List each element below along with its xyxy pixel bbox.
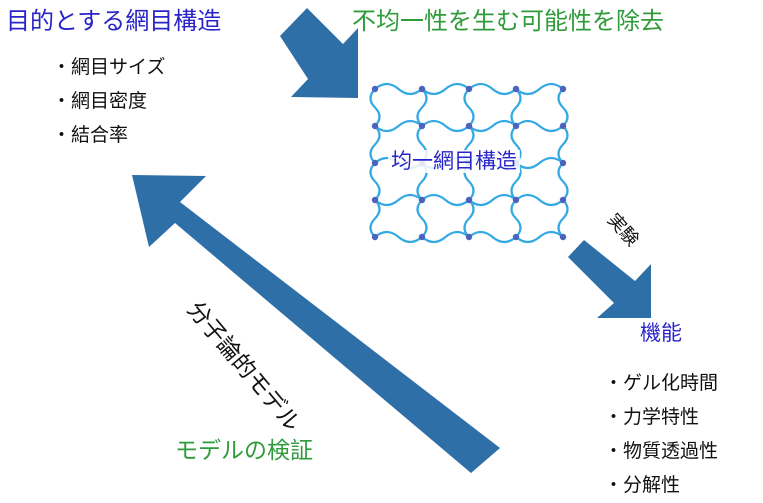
mesh-node xyxy=(418,196,426,204)
mesh-strand xyxy=(369,87,381,128)
list-item: 分解性 xyxy=(604,468,718,502)
mesh-strand xyxy=(467,119,518,133)
mesh-node xyxy=(371,196,379,204)
mesh-strand xyxy=(373,82,424,96)
mesh-strand xyxy=(420,82,471,96)
arrow-network-to-function xyxy=(568,240,651,318)
mesh-strand xyxy=(514,82,565,96)
arrow-goal-to-network xyxy=(280,8,358,98)
mesh-strand xyxy=(420,230,471,244)
mesh-strand xyxy=(420,119,471,133)
mesh-strand xyxy=(510,87,522,128)
mesh-strand xyxy=(514,193,565,207)
network-title: 均一網目構造 xyxy=(388,150,520,173)
mesh-node xyxy=(559,85,567,93)
mesh-node xyxy=(559,196,567,204)
mesh-node xyxy=(512,122,520,130)
list-item: 網目サイズ xyxy=(52,50,165,84)
mesh-node xyxy=(371,122,379,130)
mesh-strand xyxy=(420,193,471,207)
mesh-node xyxy=(465,122,473,130)
mesh-strand xyxy=(467,230,518,244)
mesh-node xyxy=(371,85,379,93)
mesh-node xyxy=(512,233,520,241)
mesh-strand xyxy=(373,119,424,133)
mesh-node xyxy=(418,85,426,93)
mesh-node xyxy=(465,85,473,93)
list-item: 結合率 xyxy=(52,118,165,152)
mesh-strand xyxy=(369,161,381,202)
mesh-strand xyxy=(416,87,428,128)
mesh-strand xyxy=(463,198,475,239)
mesh-node xyxy=(559,233,567,241)
mesh-strand xyxy=(557,161,569,202)
mesh-strand xyxy=(463,87,475,128)
mesh-strand xyxy=(416,198,428,239)
mesh-node xyxy=(512,196,520,204)
mesh-node xyxy=(512,85,520,93)
arrow-model-to-goal xyxy=(132,175,500,473)
mesh-strand xyxy=(467,82,518,96)
mesh-strand xyxy=(557,198,569,239)
mesh-node xyxy=(559,122,567,130)
list-item: ゲル化時間 xyxy=(604,366,718,400)
list-item: 物質透過性 xyxy=(604,434,718,468)
mesh-strand xyxy=(373,230,424,244)
mesh-strand xyxy=(514,119,565,133)
model-verification-title: モデルの検証 xyxy=(175,438,313,464)
goal-list: 網目サイズ 網目密度 結合率 xyxy=(52,50,165,152)
mesh-strand xyxy=(557,124,569,165)
mesh-node xyxy=(371,159,379,167)
goal-title: 目的とする網目構造 xyxy=(6,7,222,35)
mesh-strand xyxy=(514,156,565,170)
mesh-strand xyxy=(510,198,522,239)
list-item: 力学特性 xyxy=(604,400,718,434)
mesh-strand xyxy=(373,193,424,207)
mesh-node xyxy=(418,122,426,130)
mesh-node xyxy=(418,233,426,241)
mesh-strand xyxy=(557,87,569,128)
function-title: 機能 xyxy=(640,321,682,345)
mesh-node xyxy=(465,233,473,241)
list-item: 網目密度 xyxy=(52,84,165,118)
mesh-strand xyxy=(467,193,518,207)
mesh-node xyxy=(371,233,379,241)
mesh-node xyxy=(465,196,473,204)
function-list: ゲル化時間 力学特性 物質透過性 分解性 xyxy=(604,366,718,502)
remove-heterogeneity-title: 不均一性を生む可能性を除去 xyxy=(352,7,664,35)
mesh-strand xyxy=(514,230,565,244)
mesh-strand xyxy=(369,198,381,239)
mesh-node xyxy=(559,159,567,167)
mesh-strand xyxy=(369,124,381,165)
